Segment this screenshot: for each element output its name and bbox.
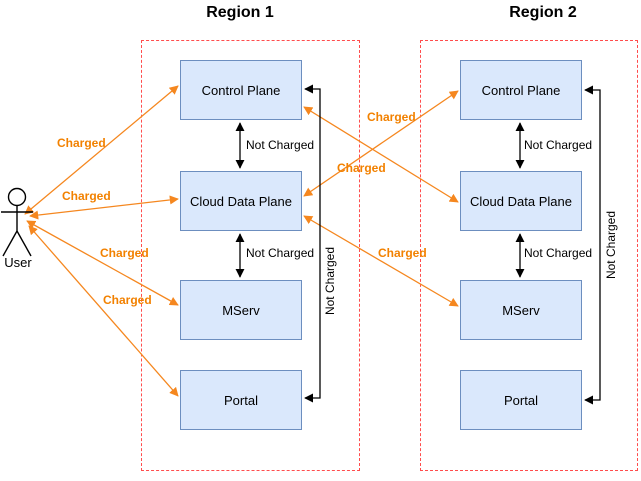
node-label: Cloud Data Plane	[470, 193, 572, 209]
node-label: MServ	[222, 302, 260, 318]
node-label: Control Plane	[201, 82, 281, 98]
node-r1-mserv: MServ	[180, 280, 302, 340]
edge-label-notcharged-r1-cdp-mserv: Not Charged	[246, 246, 315, 260]
edge-label-notcharged-r2-cp-cdp: Not Charged	[524, 138, 593, 152]
node-r2-portal: Portal	[460, 370, 582, 430]
region-2-title: Region 2	[509, 4, 577, 21]
node-r1-portal: Portal	[180, 370, 302, 430]
user-actor-label: User	[4, 255, 32, 270]
edge-label-charged-user-portal: Charged	[103, 293, 152, 307]
node-label: Portal	[224, 392, 258, 408]
node-r2-cloud-data-plane: Cloud Data Plane	[460, 171, 582, 231]
edge-label-charged-cross-cdp: Charged	[337, 161, 386, 175]
node-label: Portal	[504, 392, 538, 408]
edge-label-charged-user-mserv: Charged	[100, 246, 149, 260]
region-1-title: Region 1	[206, 4, 274, 21]
edge-label-charged-user-cp: Charged	[57, 136, 106, 150]
user-actor-icon	[1, 187, 33, 257]
edge-label-charged-user-cdp: Charged	[62, 189, 111, 203]
edge-label-notcharged-r1-cp-cdp: Not Charged	[246, 138, 315, 152]
node-r1-control-plane: Control Plane	[180, 60, 302, 120]
node-label: MServ	[502, 302, 540, 318]
node-label: Control Plane	[481, 82, 561, 98]
node-label: Cloud Data Plane	[190, 193, 292, 209]
edge-label-charged-cross-mserv: Charged	[378, 246, 427, 260]
edge-label-notcharged-r2-cp-portal: Not Charged	[604, 210, 618, 280]
edge-label-notcharged-r2-cdp-mserv: Not Charged	[524, 246, 593, 260]
edge-label-charged-cross-cp: Charged	[367, 110, 416, 124]
node-r1-cloud-data-plane: Cloud Data Plane	[180, 171, 302, 231]
node-r2-control-plane: Control Plane	[460, 60, 582, 120]
edge-label-notcharged-r1-cp-portal: Not Charged	[323, 246, 337, 316]
node-r2-mserv: MServ	[460, 280, 582, 340]
